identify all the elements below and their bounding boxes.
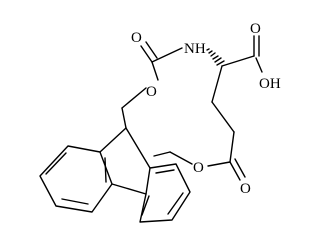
o-to-carbamate-c-bond	[151, 61, 159, 81]
ester-c-to-o-bond	[207, 161, 231, 167]
backbone	[153, 35, 263, 181]
five-ring-bond-c9-right	[125, 127, 151, 169]
atom-oh: OH	[259, 76, 281, 92]
alpha-c-to-beta-c-bond	[211, 65, 223, 103]
ester-o-to-ch2-bond	[169, 151, 193, 165]
right-ring-inner-bond-2	[167, 192, 184, 215]
cooh-c-to-oh-bond	[255, 57, 263, 73]
c9-to-ch2-bond	[121, 107, 127, 129]
carbamate-group	[121, 41, 183, 109]
atom-o-carbamate-carbonyl: O	[131, 30, 142, 46]
atom-o-acid-carbonyl: O	[250, 21, 261, 37]
left-ring-inner-bond-2	[61, 198, 89, 205]
atom-nh: NH	[184, 41, 206, 57]
atom-o-carbamate-ester: O	[146, 84, 157, 100]
gamma-c-to-ester-c-bond	[229, 131, 235, 163]
stereo-hashed-wedge	[206, 48, 225, 66]
right-benzene-ring	[139, 163, 191, 223]
atom-o-side-ester: O	[193, 160, 204, 176]
left-ring-inner-bond-3	[104, 157, 107, 183]
right-ring-inner-bond-1	[155, 169, 175, 174]
beta-c-to-gamma-c-bond	[211, 101, 235, 133]
side-ch2-to-ring-bond	[153, 151, 171, 157]
alpha-c-to-cooh-bond	[221, 55, 255, 67]
ester-c-o-double-1	[229, 161, 241, 181]
fluorene-ring-system	[39, 107, 191, 223]
carbamate-c-o-double-2	[145, 41, 158, 59]
atom-o-side-carbonyl: O	[240, 181, 251, 197]
five-ring-bond-c9-left	[99, 127, 127, 153]
chemical-structure-diagram: O NH O O OH O O	[39, 21, 281, 223]
carbamate-c-to-n-bond	[151, 47, 183, 63]
ch2-to-o-bond	[121, 87, 147, 109]
left-ring-inner-bond-1	[45, 152, 67, 175]
ester-c-o-double-2	[234, 158, 246, 178]
right-ring-inner-bond-3	[141, 195, 150, 216]
carbamate-c-o-double-1	[140, 45, 153, 63]
five-ring-bond-bottom	[111, 183, 147, 195]
